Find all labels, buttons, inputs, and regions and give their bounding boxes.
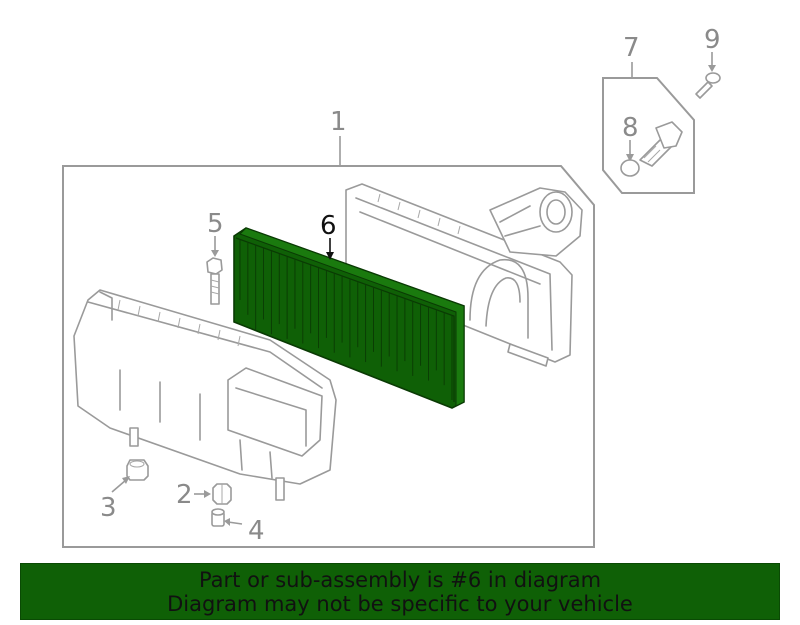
callout-9[interactable]: 9 bbox=[704, 25, 721, 55]
screw-part-9[interactable] bbox=[695, 72, 721, 99]
arrow-6 bbox=[326, 252, 334, 260]
arrow-9 bbox=[708, 65, 716, 72]
callout-6[interactable]: 6 bbox=[320, 211, 337, 241]
air-filter-part-6[interactable] bbox=[233, 227, 465, 409]
banner-line-1: Part or sub-assembly is #6 in diagram bbox=[198, 567, 602, 592]
arrow-8 bbox=[626, 154, 634, 162]
callout-8[interactable]: 8 bbox=[622, 113, 639, 143]
callout-5[interactable]: 5 bbox=[207, 209, 224, 239]
arrow-3 bbox=[122, 476, 130, 484]
callout-2[interactable]: 2 bbox=[176, 480, 193, 510]
upper-housing-part[interactable] bbox=[345, 183, 583, 367]
leader-line-3 bbox=[111, 479, 127, 493]
grommet-part-3[interactable] bbox=[126, 459, 149, 481]
callout-7[interactable]: 7 bbox=[623, 33, 640, 63]
info-banner: Part or sub-assembly is #6 in diagram Di… bbox=[20, 563, 780, 620]
nut-part-2[interactable] bbox=[212, 483, 232, 505]
callout-4[interactable]: 4 bbox=[248, 516, 265, 546]
arrow-2 bbox=[204, 490, 211, 498]
parts-diagram: 1 7 8 9 bbox=[62, 25, 721, 548]
arrow-4 bbox=[224, 518, 230, 526]
leader-line-4 bbox=[227, 521, 243, 525]
filter-pleats bbox=[239, 240, 453, 400]
clip-part-8[interactable] bbox=[620, 121, 683, 177]
banner-line-2: Diagram may not be specific to your vehi… bbox=[167, 591, 633, 616]
callout-3[interactable]: 3 bbox=[100, 493, 117, 523]
arrow-5 bbox=[211, 250, 219, 257]
bolt-part-5[interactable] bbox=[206, 257, 223, 305]
callout-1[interactable]: 1 bbox=[330, 107, 347, 137]
spacer-part-4[interactable] bbox=[211, 508, 225, 527]
lower-housing-part[interactable] bbox=[73, 289, 337, 501]
